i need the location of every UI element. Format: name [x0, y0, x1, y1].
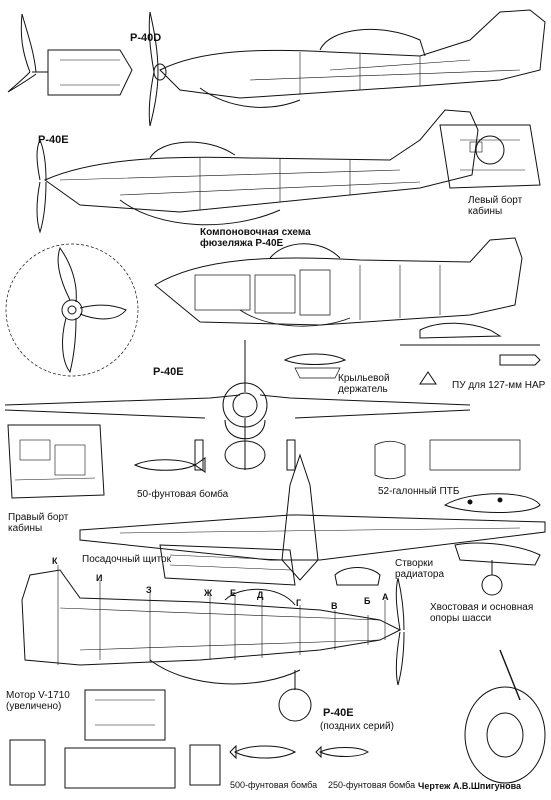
- p40e-title: P-40E: [38, 134, 69, 146]
- engine-v1710-detail: [9, 689, 221, 789]
- p40e-front-view: [4, 340, 471, 471]
- bomb250-label: 250-фунтовая бомба: [328, 780, 416, 790]
- p40e-front-title: P-40E: [153, 366, 184, 378]
- large-propeller-front: [5, 243, 139, 377]
- late-model-title: P-40E: [323, 707, 354, 719]
- p40e-side-view: [36, 109, 479, 234]
- author-credit: Чертеж А.В.Шпигунова: [418, 781, 522, 791]
- bomb-250lb: [315, 745, 369, 759]
- p40e-top-view: [79, 453, 546, 581]
- p40e-late-side-view: [21, 569, 405, 722]
- radiator-flaps-detail: [334, 567, 381, 586]
- left-side-cabin-label: Левый борт кабины: [468, 195, 523, 217]
- bomb50-label: 50-фунтовая бомба: [137, 489, 229, 500]
- section-letter: А: [382, 592, 389, 602]
- tank52-label: 52-галонный ПТБ: [378, 486, 460, 497]
- p40d-title: P-40D: [130, 32, 162, 44]
- drop-tank-52gal: [374, 439, 541, 513]
- right-side-cabin-detail: [7, 424, 105, 499]
- fuselage-layout-scheme: [154, 237, 523, 327]
- left-side-cabin-detail: [439, 124, 541, 189]
- radiator-flaps-label: Створки радиатора: [395, 558, 445, 580]
- landing-flap-detail: [159, 544, 296, 586]
- bomb500-label: 500-фунтовая бомба: [230, 780, 318, 790]
- section-letter: Б: [364, 596, 371, 606]
- p40d-side-view: [153, 9, 546, 108]
- wing-holder: [283, 353, 347, 379]
- wing-holder-label: Крыльевой держатель: [338, 373, 390, 395]
- section-letter: Ж: [204, 588, 213, 598]
- section-letter: Д: [257, 590, 264, 600]
- bomb-50lb: [133, 457, 206, 473]
- landing-gear-detail: [454, 542, 546, 784]
- layout-scheme-title: Компоновочная схема фюзеляжа P-40E: [200, 227, 311, 249]
- landing-flap-label: Посадочный щиток: [82, 554, 171, 565]
- section-letter: И: [96, 573, 103, 583]
- engine-label: Мотор V-1710 (увеличено): [6, 690, 70, 712]
- bomb-500lb: [229, 744, 297, 760]
- right-side-cabin-label: Правый борт кабины: [8, 512, 69, 534]
- gear-label: Хвостовая и основная опоры шасси: [430, 602, 534, 624]
- late-series-label: (поздних серий): [320, 721, 394, 732]
- section-letter: Г: [296, 598, 302, 608]
- rocket-launcher: [400, 322, 541, 385]
- section-marks: [57, 565, 386, 665]
- section-letter: Е: [230, 588, 237, 598]
- section-letter: В: [331, 601, 338, 611]
- launcher-label: ПУ для 127-мм НАР: [452, 380, 546, 391]
- engine-cowling-detail: [7, 13, 133, 96]
- section-letter: З: [146, 585, 152, 595]
- section-letter: К: [52, 556, 58, 566]
- p40d-propeller: [148, 11, 159, 127]
